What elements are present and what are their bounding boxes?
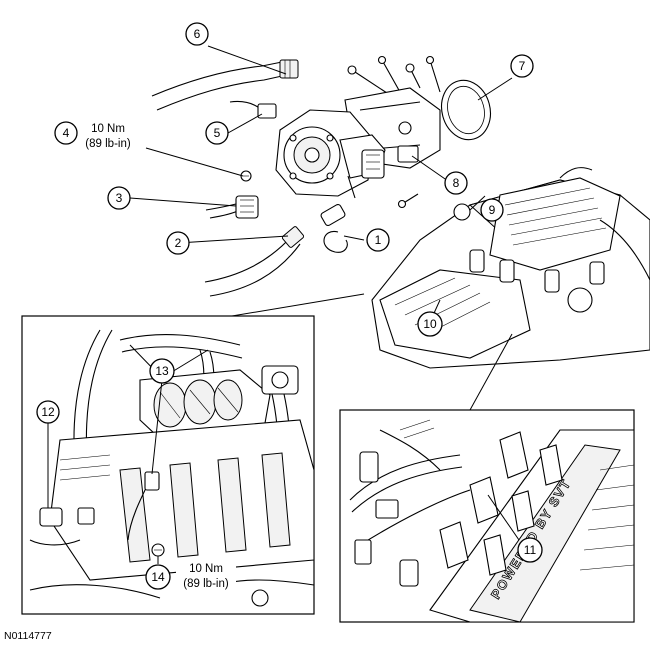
torque-spec-top: 10 Nm (89 lb-in) (80, 120, 136, 154)
throttle-body-exploded-view (151, 55, 491, 297)
torque-bottom-imperial: (89 lb-in) (183, 578, 229, 590)
callout-8: 8 (444, 171, 468, 195)
callout-3: 3 (107, 186, 131, 210)
callout-leaders (47, 45, 520, 564)
detail-view-right: POWERED BY SVT (339, 409, 635, 623)
callout-6: 6 (185, 22, 209, 46)
torque-bottom-metric: 10 Nm (189, 563, 223, 575)
ignition-coils (439, 431, 563, 576)
callout-1: 1 (366, 228, 390, 252)
callout-9: 9 (480, 198, 504, 222)
svg-text:14: 14 (151, 570, 165, 584)
figure-id: N0114777 (4, 630, 52, 642)
callout-7: 7 (510, 54, 534, 78)
detail-leader-left (231, 293, 365, 317)
callout-5: 5 (205, 121, 229, 145)
callout-10: 10 (417, 311, 443, 337)
svg-text:6: 6 (194, 27, 201, 41)
callout-14: 14 (145, 564, 171, 590)
svg-text:10: 10 (423, 317, 437, 331)
callout-11: 11 (517, 537, 543, 563)
detail-view-left (21, 315, 315, 615)
svg-text:8: 8 (453, 176, 460, 190)
svg-text:5: 5 (214, 126, 221, 140)
svg-text:3: 3 (116, 191, 123, 205)
svg-text:9: 9 (489, 203, 496, 217)
svg-text:11: 11 (524, 543, 537, 557)
callout-13: 13 (149, 358, 175, 384)
svg-text:12: 12 (41, 405, 55, 419)
svg-text:1: 1 (375, 233, 382, 247)
detail-leader-right (469, 333, 513, 411)
svg-text:13: 13 (155, 364, 169, 378)
torque-top-imperial: (89 lb-in) (85, 138, 131, 150)
callout-4: 4 (54, 121, 78, 145)
svg-text:2: 2 (175, 236, 182, 250)
torque-spec-bottom: 10 Nm (89 lb-in) (176, 560, 236, 594)
svg-text:4: 4 (63, 126, 70, 140)
callout-12: 12 (36, 400, 60, 424)
svg-text:7: 7 (519, 59, 526, 73)
engine-manifold-illustration (371, 167, 650, 369)
callout-2: 2 (166, 231, 190, 255)
torque-top-metric: 10 Nm (91, 123, 125, 135)
